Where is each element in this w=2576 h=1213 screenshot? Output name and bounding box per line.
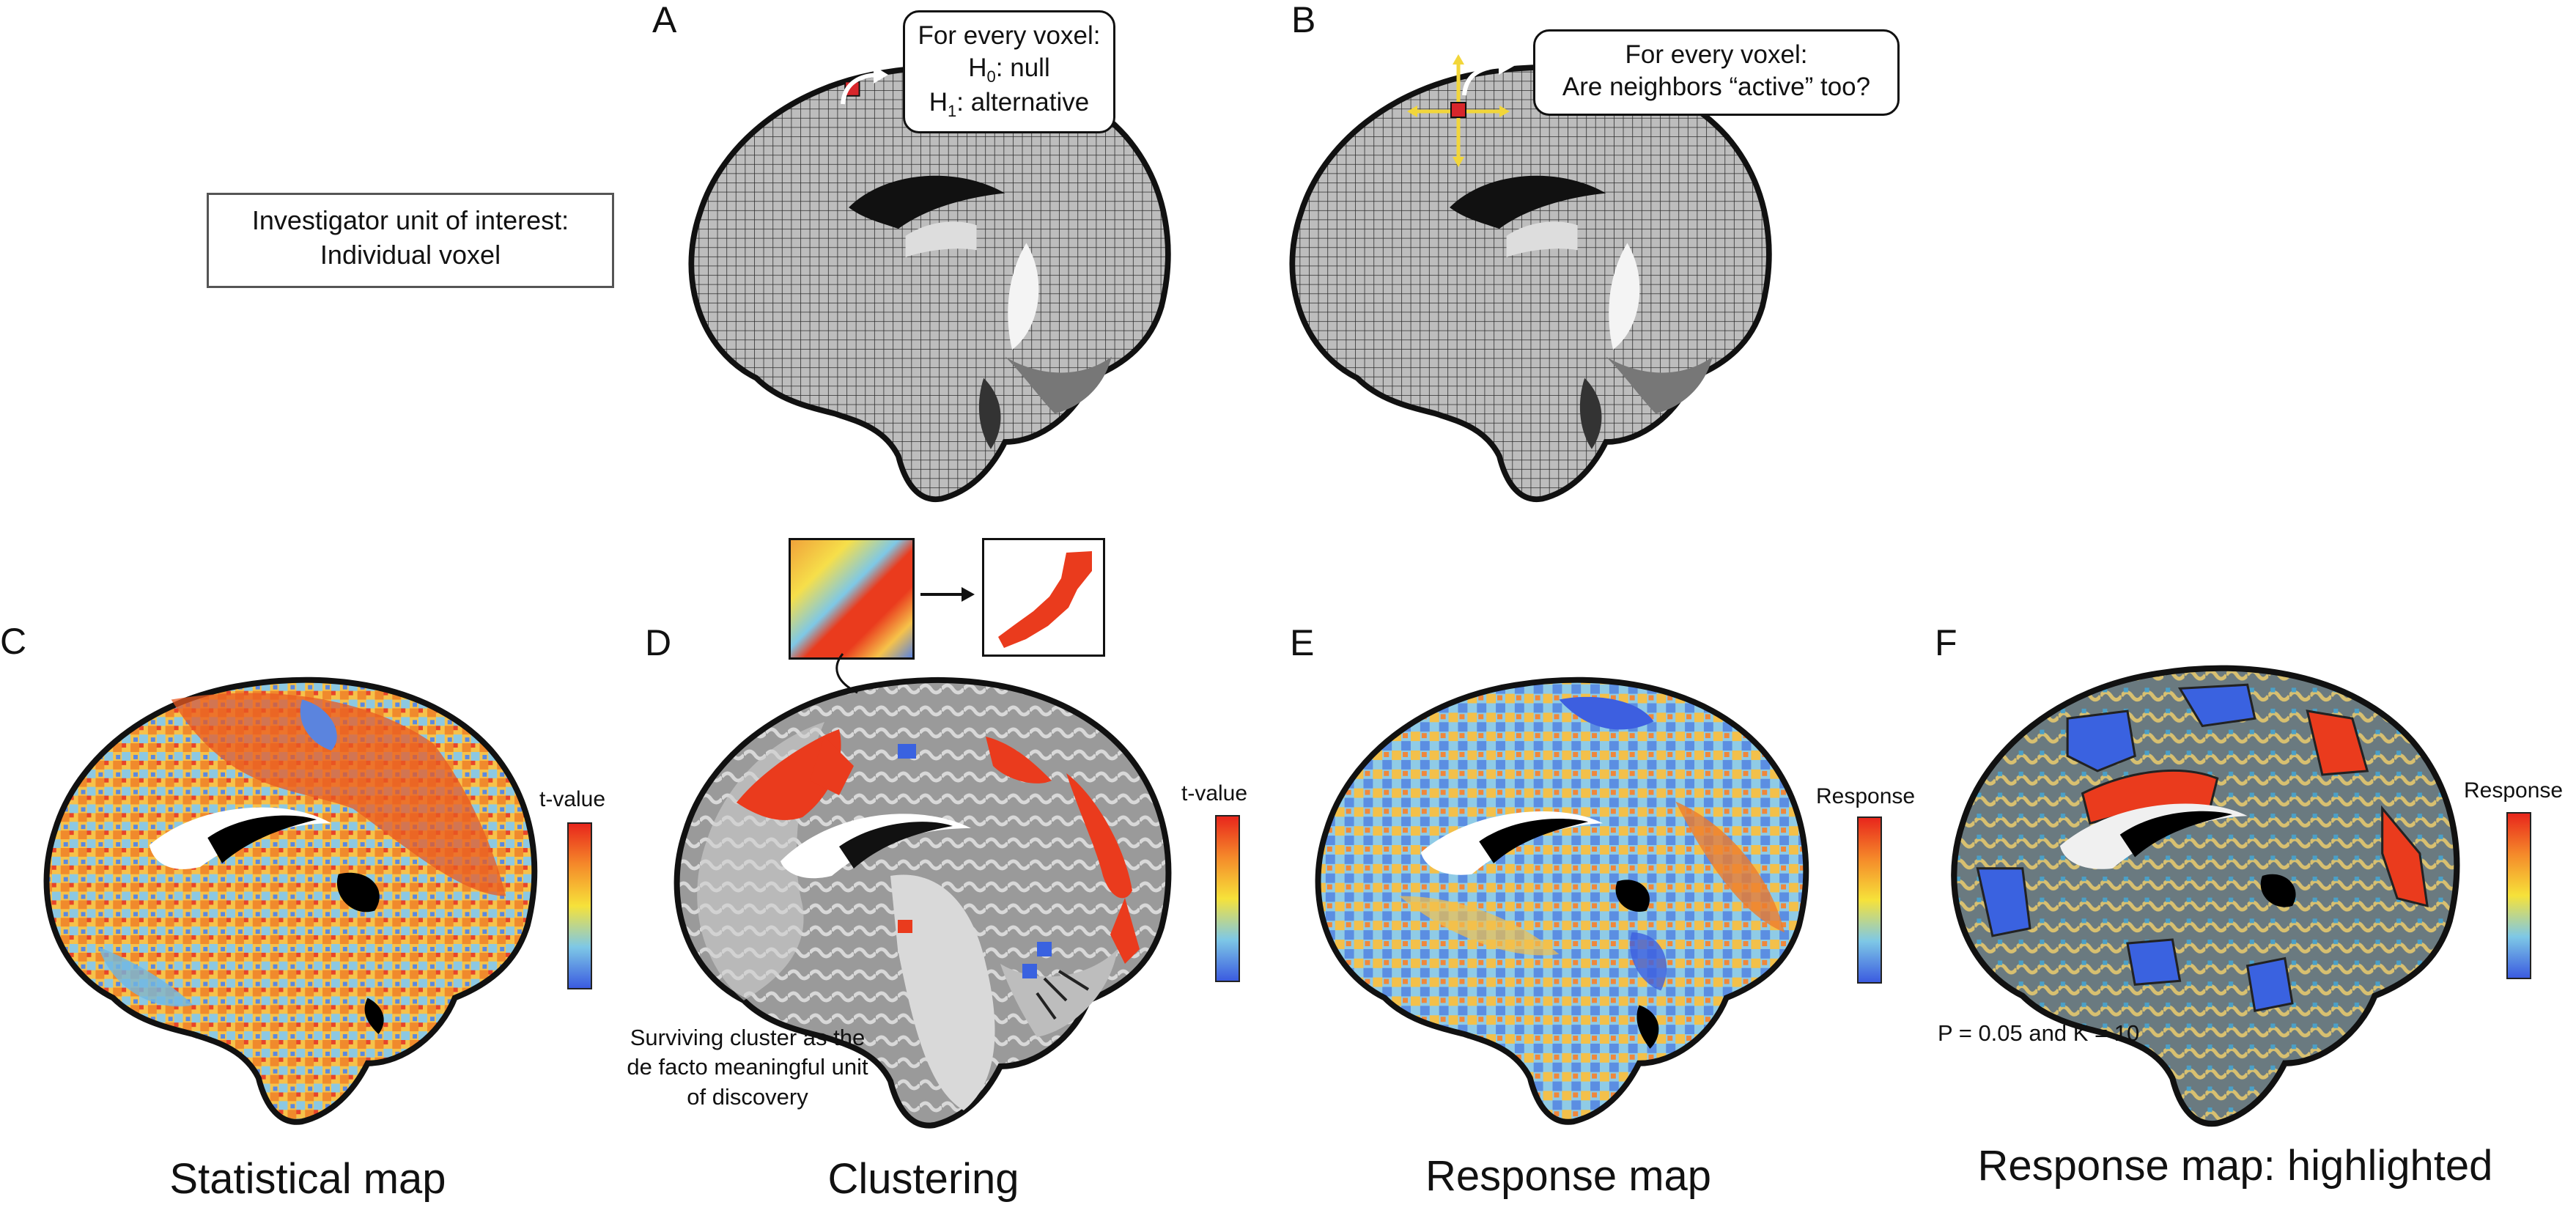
panel-b-brain-grid xyxy=(1246,44,1796,513)
panel-c-letter: C xyxy=(0,621,27,662)
panel-f-colorbar-label: Response xyxy=(2464,778,2564,803)
panel-c-colorbar xyxy=(567,822,592,989)
panel-e-colorbar-label: Response xyxy=(1816,784,1916,808)
panel-d-colorbar xyxy=(1215,815,1240,982)
panel-a-callout-line1: For every voxel: xyxy=(918,21,1101,50)
panel-b-letter: B xyxy=(1291,0,1316,40)
panel-c-colorbar-label: t-value xyxy=(539,787,606,811)
panel-d-letter: D xyxy=(645,622,672,663)
panel-e-letter: E xyxy=(1290,622,1315,663)
panel-b-callout-line1: For every voxel: xyxy=(1625,40,1808,69)
panel-b-arrow xyxy=(1462,57,1514,96)
panel-a-callout-h0: H0: null xyxy=(968,53,1050,86)
panel-d-note: Surviving cluster as the de facto meanin… xyxy=(601,1023,894,1112)
panel-d-colorbar-label: t-value xyxy=(1181,781,1248,805)
panel-f-colorbar xyxy=(2506,812,2531,979)
panel-d-inset-before xyxy=(789,538,915,660)
panel-a-callout-h1: H1: alternative xyxy=(929,88,1090,121)
panel-d-inset-arrow xyxy=(920,587,975,602)
panel-d-inset-after xyxy=(982,538,1105,657)
panel-d-note-line1: Surviving cluster as the xyxy=(630,1025,866,1050)
panel-f-highlighted-map xyxy=(1924,644,2466,1138)
panel-d-note-line3: of discovery xyxy=(687,1083,808,1110)
unit-of-interest-line1: Investigator unit of interest: xyxy=(251,205,569,235)
panel-c-caption: Statistical map xyxy=(169,1155,446,1203)
panel-d-caption: Clustering xyxy=(827,1155,1019,1203)
panel-a-letter: A xyxy=(652,0,677,40)
panel-b-callout: For every voxel: Are neighbors “active” … xyxy=(1533,29,1900,116)
panel-e-caption: Response map xyxy=(1425,1152,1712,1200)
panel-b-crosshair xyxy=(1407,54,1510,167)
panel-a-callout: For every voxel: H0: null H1: alternativ… xyxy=(903,10,1115,133)
panel-f-threshold-note: P = 0.05 and K = 10 xyxy=(1938,1020,2140,1046)
panel-f-caption: Response map: highlighted xyxy=(1977,1142,2493,1190)
panel-d-inset-connector xyxy=(835,653,858,694)
panel-c-statistical-map xyxy=(11,656,550,1136)
panel-d-clustering-map xyxy=(645,656,1180,1140)
panel-e-response-map xyxy=(1283,656,1821,1136)
panel-e-colorbar xyxy=(1857,816,1882,984)
panel-f-letter: F xyxy=(1935,622,1957,663)
panel-b-callout-line2: Are neighbors “active” too? xyxy=(1562,72,1871,101)
unit-of-interest-box: Investigator unit of interest: Individua… xyxy=(207,193,614,288)
panel-a-arrow xyxy=(841,66,888,105)
panel-a-brain-grid xyxy=(645,44,1195,513)
panel-d-note-line2: de facto meaningful unit xyxy=(627,1054,868,1080)
unit-of-interest-line2: Individual voxel xyxy=(320,239,501,270)
